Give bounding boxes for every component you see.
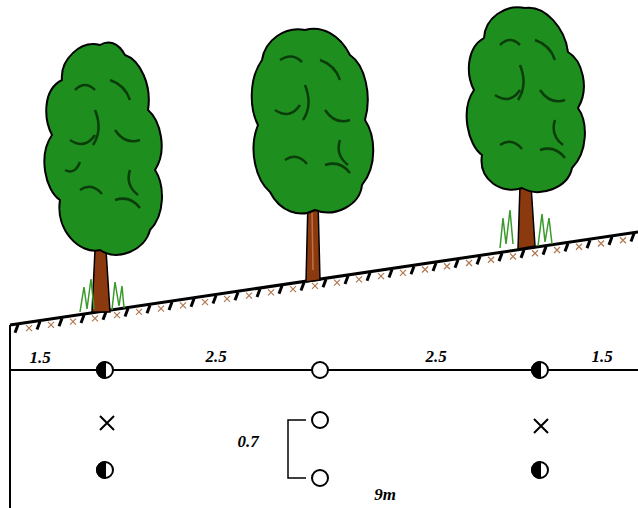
dimension-label: 1.5 — [589, 348, 614, 367]
dimension-label: 2.5 — [203, 348, 228, 367]
tree — [44, 42, 162, 312]
slope-ground — [10, 232, 638, 508]
tree — [252, 29, 374, 282]
dimension-label: 1.5 — [27, 349, 52, 368]
tree — [467, 7, 585, 249]
plan-symbols — [97, 362, 548, 486]
dimension-label: 2.5 — [423, 348, 448, 367]
dimension-label: 0.7 — [235, 433, 260, 452]
spacing-bracket — [288, 420, 306, 478]
dimension-label: 9m — [372, 486, 398, 505]
